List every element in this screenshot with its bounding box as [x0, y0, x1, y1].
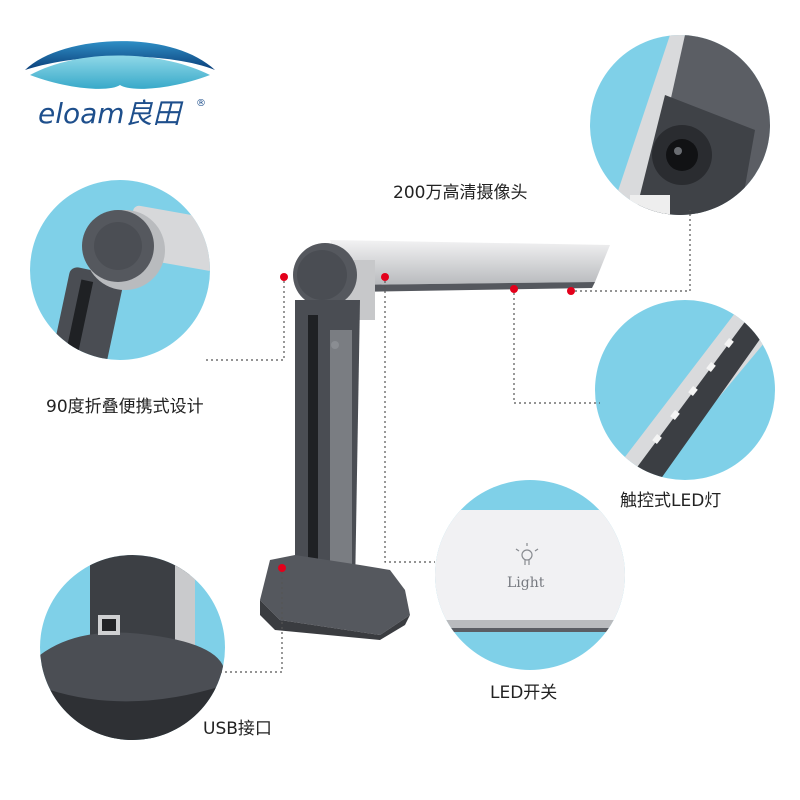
marker-switch — [381, 273, 389, 281]
marker-led — [510, 285, 518, 293]
switch-light-label: Light — [507, 575, 545, 591]
registered-mark: ® — [196, 98, 206, 109]
marker-camera — [567, 287, 575, 295]
fold-label: 90度折叠便携式设计 — [46, 397, 204, 417]
brand-logo — [20, 30, 220, 140]
usb-label: USB接口 — [203, 719, 272, 739]
logo-wave-icon — [25, 41, 215, 89]
led-switch-bubble: Light — [435, 480, 625, 670]
marker-usb — [278, 564, 286, 572]
led-strip-bubble — [595, 300, 775, 480]
camera-bubble — [590, 35, 770, 215]
fold-joint-bubble — [30, 180, 210, 360]
marker-fold — [280, 273, 288, 281]
led-light-label: 触控式LED灯 — [620, 491, 722, 511]
usb-bubble — [40, 555, 225, 740]
led-switch-label: LED开关 — [490, 683, 558, 703]
camera-label: 200万高清摄像头 — [393, 183, 528, 203]
document-camera-device — [260, 240, 610, 640]
logo-text: eloam良田 — [38, 97, 181, 130]
